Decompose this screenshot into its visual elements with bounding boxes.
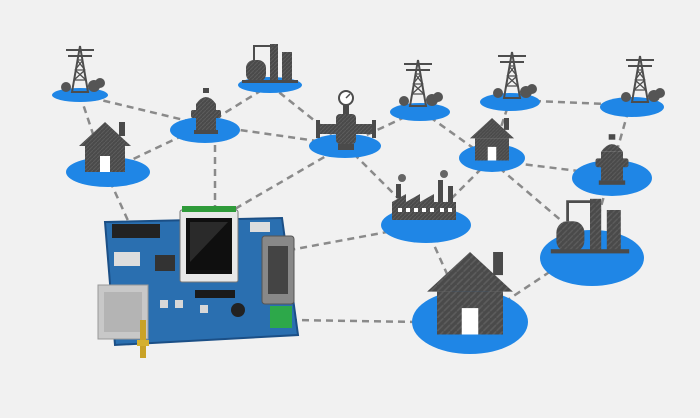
refinery-icon (550, 198, 630, 254)
node-tower-1 (52, 88, 108, 102)
node-tower-3 (480, 93, 540, 111)
terminal-block (270, 306, 292, 328)
power-tower-icon (492, 51, 538, 99)
pin-header (112, 224, 160, 238)
house-icon (469, 118, 515, 161)
factory-icon (392, 170, 456, 220)
power-tower-icon (398, 59, 444, 107)
pressure-valve-icon (316, 90, 376, 150)
refinery-icon (242, 44, 298, 83)
node-tower-2 (390, 103, 450, 121)
power-tower-icon (620, 55, 666, 103)
house-icon (427, 252, 513, 335)
power-tower-icon (60, 45, 106, 93)
development-board (97, 206, 300, 358)
antenna (140, 320, 146, 358)
lcd-ribbon (182, 206, 236, 212)
house-icon (79, 122, 131, 172)
buzzer (231, 303, 245, 317)
